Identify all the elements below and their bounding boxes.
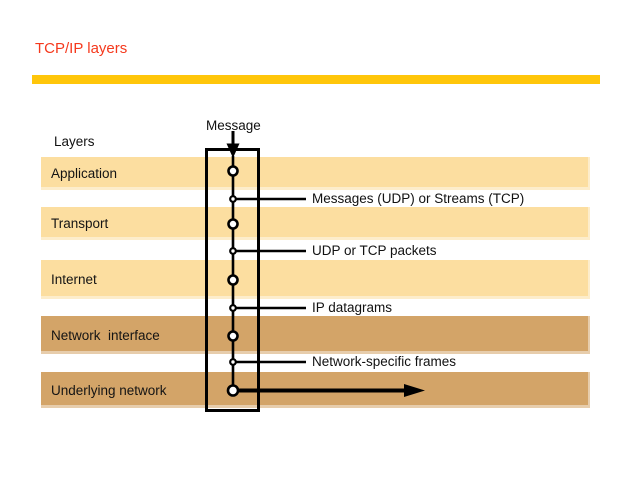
slide-title: TCP/IP layers [35,40,128,57]
layer-label: Network interface [51,327,160,343]
layer-label: Application [51,166,118,181]
boundary-node-2 [229,247,237,255]
layer-band-network-interface: Network interface [41,316,590,354]
boundary-node-4 [229,358,237,366]
annotation-packets: UDP or TCP packets [312,243,437,258]
message-arrow-head [226,143,240,158]
title-underline-bar [32,75,600,84]
boundary-node-3 [229,304,237,312]
layer-label: Internet [51,272,97,287]
layer-label: Underlying network [51,382,167,398]
layer-band-application: Application [41,157,590,190]
layer-band-underlying-network: Underlying network [41,372,590,408]
annotation-frames: Network-specific frames [312,354,457,369]
boundary-node-1 [229,195,237,203]
layer-band-transport: Transport [41,207,590,240]
annotation-messages: Messages (UDP) or Streams (TCP) [312,191,525,206]
layer-label: Transport [51,216,109,231]
layers-caption: Layers [54,134,95,149]
layer-band-internet: Internet [41,260,590,299]
message-caption: Message [206,118,261,133]
annotation-datagrams: IP datagrams [312,300,393,315]
